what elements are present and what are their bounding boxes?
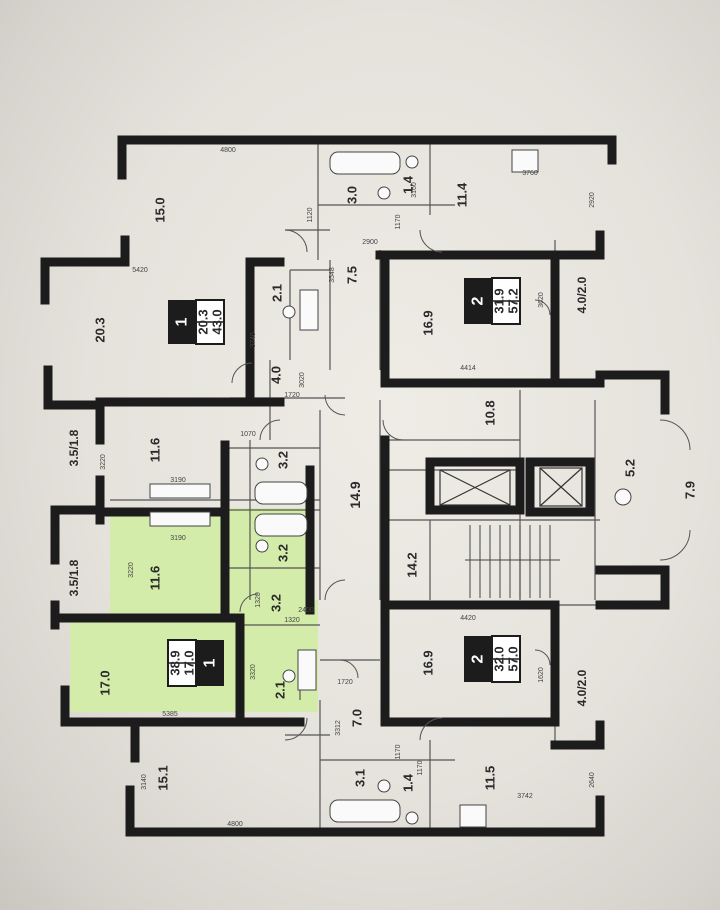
room-area: 17.0	[98, 670, 113, 695]
dimension: 3320	[250, 664, 257, 680]
room-area: 7.9	[683, 481, 698, 499]
dimension: 3190	[170, 477, 186, 484]
dimension: 1170	[417, 760, 424, 775]
dimension: 5420	[132, 267, 148, 274]
room-area: 14.9	[347, 481, 363, 508]
room-area: 7.5	[345, 266, 360, 284]
dimension: 1720	[337, 679, 353, 686]
dimension: 1320	[255, 592, 262, 608]
room-area: 4.0/2.0	[575, 669, 589, 706]
room-area: 3.5/1.8	[67, 559, 81, 596]
apartment-living-area: 31.9	[492, 288, 507, 313]
dimension: 3620	[538, 292, 545, 308]
room-area: 3.5/1.8	[67, 429, 81, 466]
room-area: 14.2	[405, 552, 420, 577]
dimension: 2640	[589, 772, 596, 788]
dimension: 1320	[284, 617, 300, 624]
room-area: 2.1	[273, 681, 288, 699]
room-area: 3.2	[276, 451, 291, 469]
room-area: 1.4	[401, 175, 416, 194]
room-area: 2.1	[270, 284, 285, 302]
room-area: 3.2	[276, 544, 291, 562]
apartment-total-area: 57.2	[506, 288, 521, 313]
apartment-living-area: 17.0	[182, 650, 197, 675]
dimension: 2920	[589, 192, 596, 208]
room-area: 4.0	[269, 366, 284, 384]
dimension: 3220	[128, 562, 135, 578]
room-area: 4.0/2.0	[575, 276, 589, 313]
apartment-total-area: 57.0	[506, 646, 521, 671]
dimension: 4414	[460, 365, 476, 372]
dimension: 3742	[517, 793, 533, 800]
room-area: 20.3	[93, 317, 108, 342]
room-area: 1.4	[401, 773, 416, 792]
room-area: 15.0	[153, 197, 168, 222]
dimension: 1620	[538, 667, 545, 683]
room-area: 3.1	[353, 769, 368, 787]
dimension: 1170	[395, 744, 402, 759]
room-area: 11.4	[455, 182, 470, 207]
apartment-rooms: 1	[174, 317, 191, 326]
apartment-total-area: 43.0	[210, 309, 225, 334]
dimension: 3312	[335, 720, 342, 736]
elevator-shafts	[439, 467, 583, 507]
apartment-card-3: 1 17.0 38.9	[167, 639, 224, 687]
apartment-living-area: 32.0	[492, 646, 507, 671]
apartment-rooms: 2	[470, 296, 487, 305]
dimension: 3160	[411, 182, 418, 198]
dimension: 3220	[100, 454, 107, 470]
dimension: 2400	[298, 607, 314, 614]
apartment-total-area: 38.9	[168, 650, 183, 675]
dimension: 1070	[240, 431, 256, 438]
fixtures	[149, 149, 632, 828]
dimension: 4800	[227, 821, 243, 828]
room-area: 11.6	[148, 438, 163, 463]
apartment-rooms: 2	[470, 654, 487, 663]
dimension: 1720	[284, 392, 300, 399]
dimension: 3760	[522, 170, 538, 177]
staircase	[465, 525, 560, 598]
room-labels: 15.0 11.4 3.0 1.4 7.5 4.0/2.0 16.9 20.3 …	[67, 175, 698, 792]
apartment-rooms: 1	[202, 658, 219, 667]
room-area: 15.1	[156, 765, 171, 790]
apartment-card-2: 2 31.9 57.2	[464, 277, 521, 325]
apartment-living-area: 20.3	[196, 309, 211, 334]
room-area: 11.5	[483, 766, 498, 791]
dimension: 3190	[170, 535, 186, 542]
dimension: 1170	[395, 214, 402, 229]
room-area: 7.0	[350, 709, 365, 727]
room-area: 3.0	[345, 186, 360, 204]
dimension: 3548	[329, 267, 336, 283]
room-area: 11.6	[148, 566, 163, 591]
room-area: 16.9	[421, 310, 436, 335]
apartment-card-1: 1 20.3 43.0	[168, 299, 225, 345]
dimension: 4800	[220, 147, 236, 154]
apartment-card-4: 2 32.0 57.0	[464, 635, 521, 683]
dimension: 3140	[141, 774, 148, 790]
dimension: 3020	[299, 372, 306, 388]
dimension: 3740	[250, 332, 257, 348]
door-swings	[231, 229, 691, 741]
dimension-labels: 4800 3760 2920 5420 1120 1170 2900 3548 …	[100, 147, 596, 828]
dimension: 4420	[460, 615, 476, 622]
dimension: 1120	[307, 207, 314, 222]
room-area: 5.2	[623, 459, 638, 477]
room-area: 3.2	[269, 594, 284, 612]
dimension: 2900	[362, 239, 378, 246]
room-area: 10.8	[483, 400, 498, 425]
room-area: 16.9	[421, 650, 436, 675]
dimension: 5385	[162, 711, 178, 718]
highlighted-apartment	[70, 508, 318, 712]
